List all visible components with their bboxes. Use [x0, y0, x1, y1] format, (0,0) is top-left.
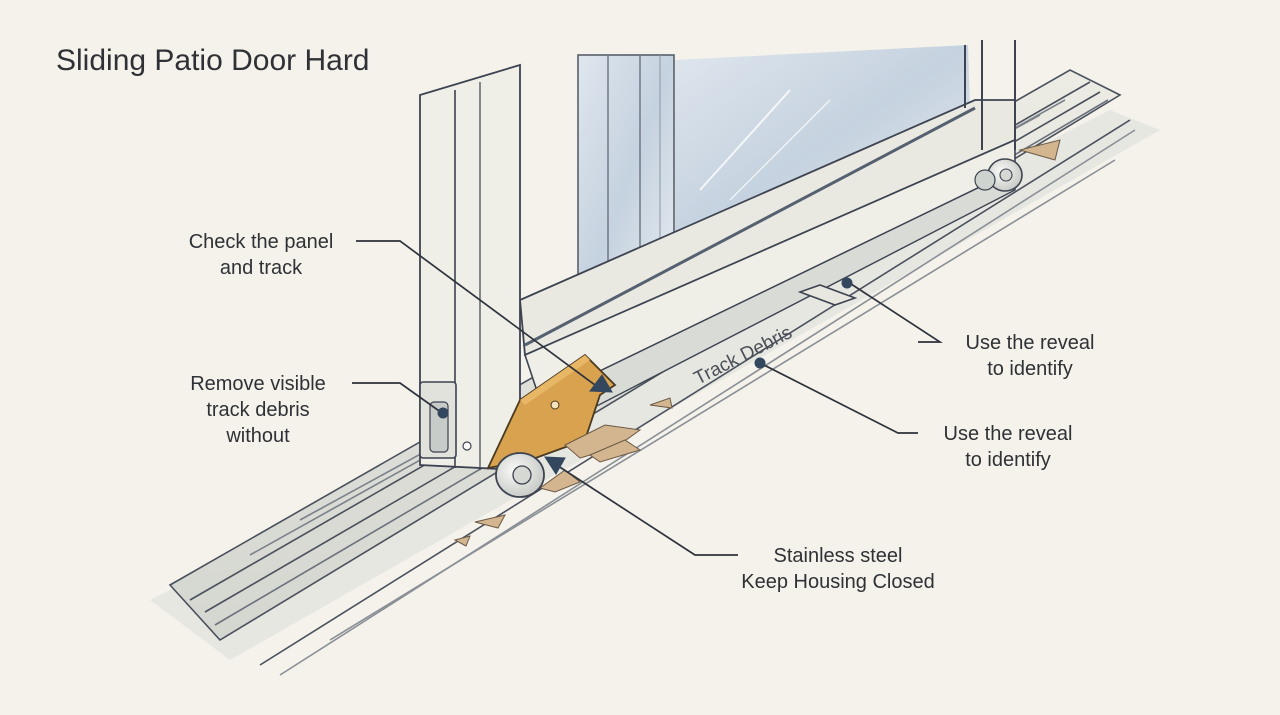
callout-reveal-lower: Use the reveal to identify [943, 423, 1073, 471]
door-stile [419, 63, 521, 471]
sliding-panel [519, 40, 1016, 426]
callout-remove-debris: Remove visible track debris without [190, 373, 326, 447]
leader-markers [437, 277, 853, 475]
track-debris-bits [453, 139, 1061, 547]
leader-lines [352, 240, 943, 556]
callout-reveal-upper: Use the reveal to identify [965, 332, 1095, 380]
roller-wheels [495, 158, 1023, 498]
callout-stainless: Stainless steel Keep Housing Closed [741, 545, 935, 593]
diagram-title: Sliding Patio Door Hard [56, 44, 370, 77]
callout-panel-track: Check the panel and track [188, 231, 334, 279]
track-clip [797, 284, 858, 306]
